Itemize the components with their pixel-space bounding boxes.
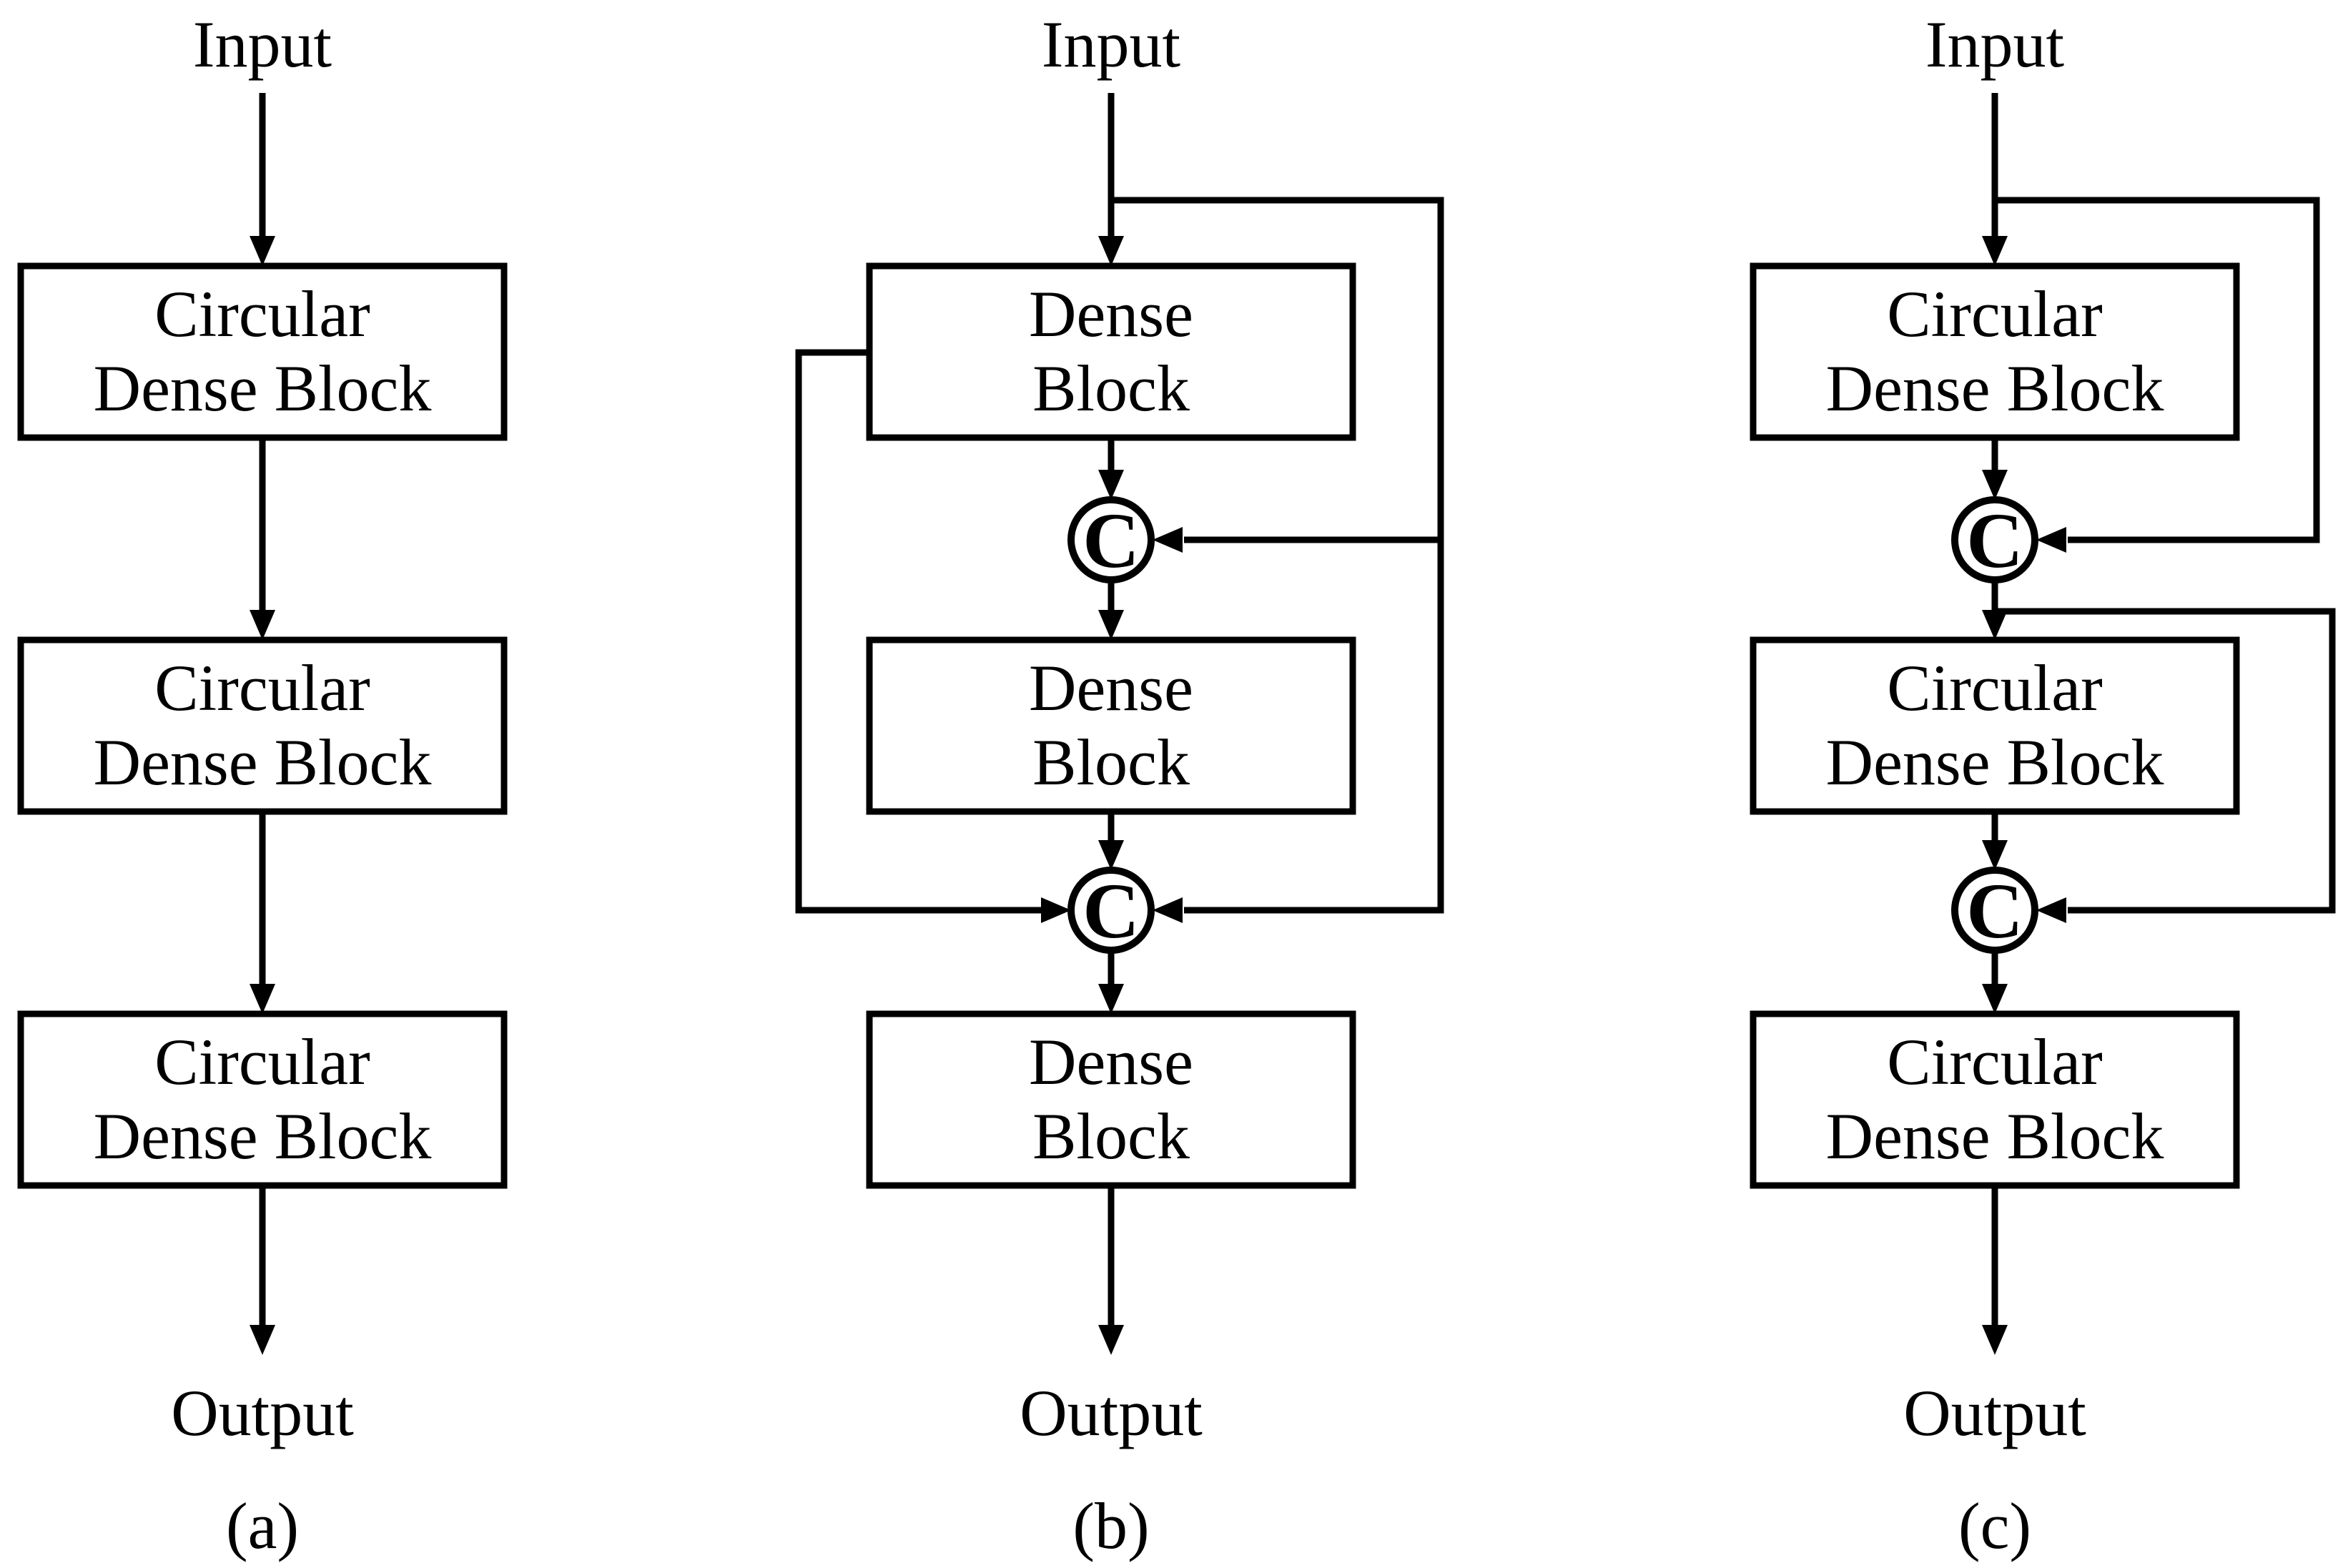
skip-concat1-right-line [1995, 608, 2336, 914]
arrowhead-down-icon [1098, 470, 1124, 500]
input-label: Input [1042, 8, 1181, 81]
concat-node-1 [1067, 496, 1155, 583]
arrowhead-down-icon [1098, 840, 1124, 870]
arrowhead-down-icon [250, 1325, 275, 1355]
arrowhead-down-icon [1982, 984, 2008, 1014]
arrowhead-down-icon [1098, 610, 1124, 640]
concat-symbol: C [1966, 867, 2023, 955]
concat-node-2 [1951, 867, 2038, 954]
arrowhead-left-icon [1153, 527, 1183, 553]
arrowhead-down-icon [250, 984, 275, 1014]
arrowhead-left-icon [2036, 897, 2066, 923]
caption-c: (c) [1958, 1489, 2031, 1562]
concat-symbol: C [1082, 867, 1139, 955]
arrowhead-down-icon [1098, 984, 1124, 1014]
dense-block-2 [866, 636, 1356, 815]
concat-symbol: C [1082, 497, 1139, 584]
dense-block-3 [866, 1010, 1356, 1189]
arrowhead-down-icon [1982, 470, 2008, 500]
circular-dense-block-3 [17, 1010, 508, 1189]
input-label: Input [1925, 8, 2065, 81]
dense-block-1 [866, 262, 1356, 441]
skip-block1-left-line [795, 349, 1044, 914]
skip-input-right-line [1995, 197, 2320, 543]
concat-node-2 [1067, 867, 1155, 954]
input-label: Input [193, 8, 332, 81]
arrowhead-down-icon [1982, 610, 2008, 640]
arrowhead-left-icon [1153, 897, 1183, 923]
output-label: Output [171, 1376, 354, 1449]
skip-input-right-line [1111, 197, 1444, 914]
arrowhead-down-icon [1982, 236, 2008, 266]
circular-dense-block-2 [1750, 636, 2240, 815]
circular-dense-block-3 [1750, 1010, 2240, 1189]
concat-symbol: C [1966, 497, 2023, 584]
arrowhead-down-icon [1098, 1325, 1124, 1355]
arrowhead-right-icon [1041, 897, 1071, 923]
arrowhead-down-icon [1098, 236, 1124, 266]
output-label: Output [1020, 1376, 1203, 1449]
arrowhead-down-icon [1982, 1325, 2008, 1355]
concat-node-1 [1951, 496, 2038, 583]
arrowhead-down-icon [250, 610, 275, 640]
caption-b: (b) [1072, 1489, 1149, 1562]
circular-dense-block-1 [1750, 262, 2240, 441]
arrowhead-left-icon [2036, 527, 2066, 553]
arrowhead-down-icon [250, 236, 275, 266]
arrowhead-down-icon [1982, 840, 2008, 870]
output-label: Output [1903, 1376, 2086, 1449]
caption-a: (a) [226, 1489, 299, 1562]
